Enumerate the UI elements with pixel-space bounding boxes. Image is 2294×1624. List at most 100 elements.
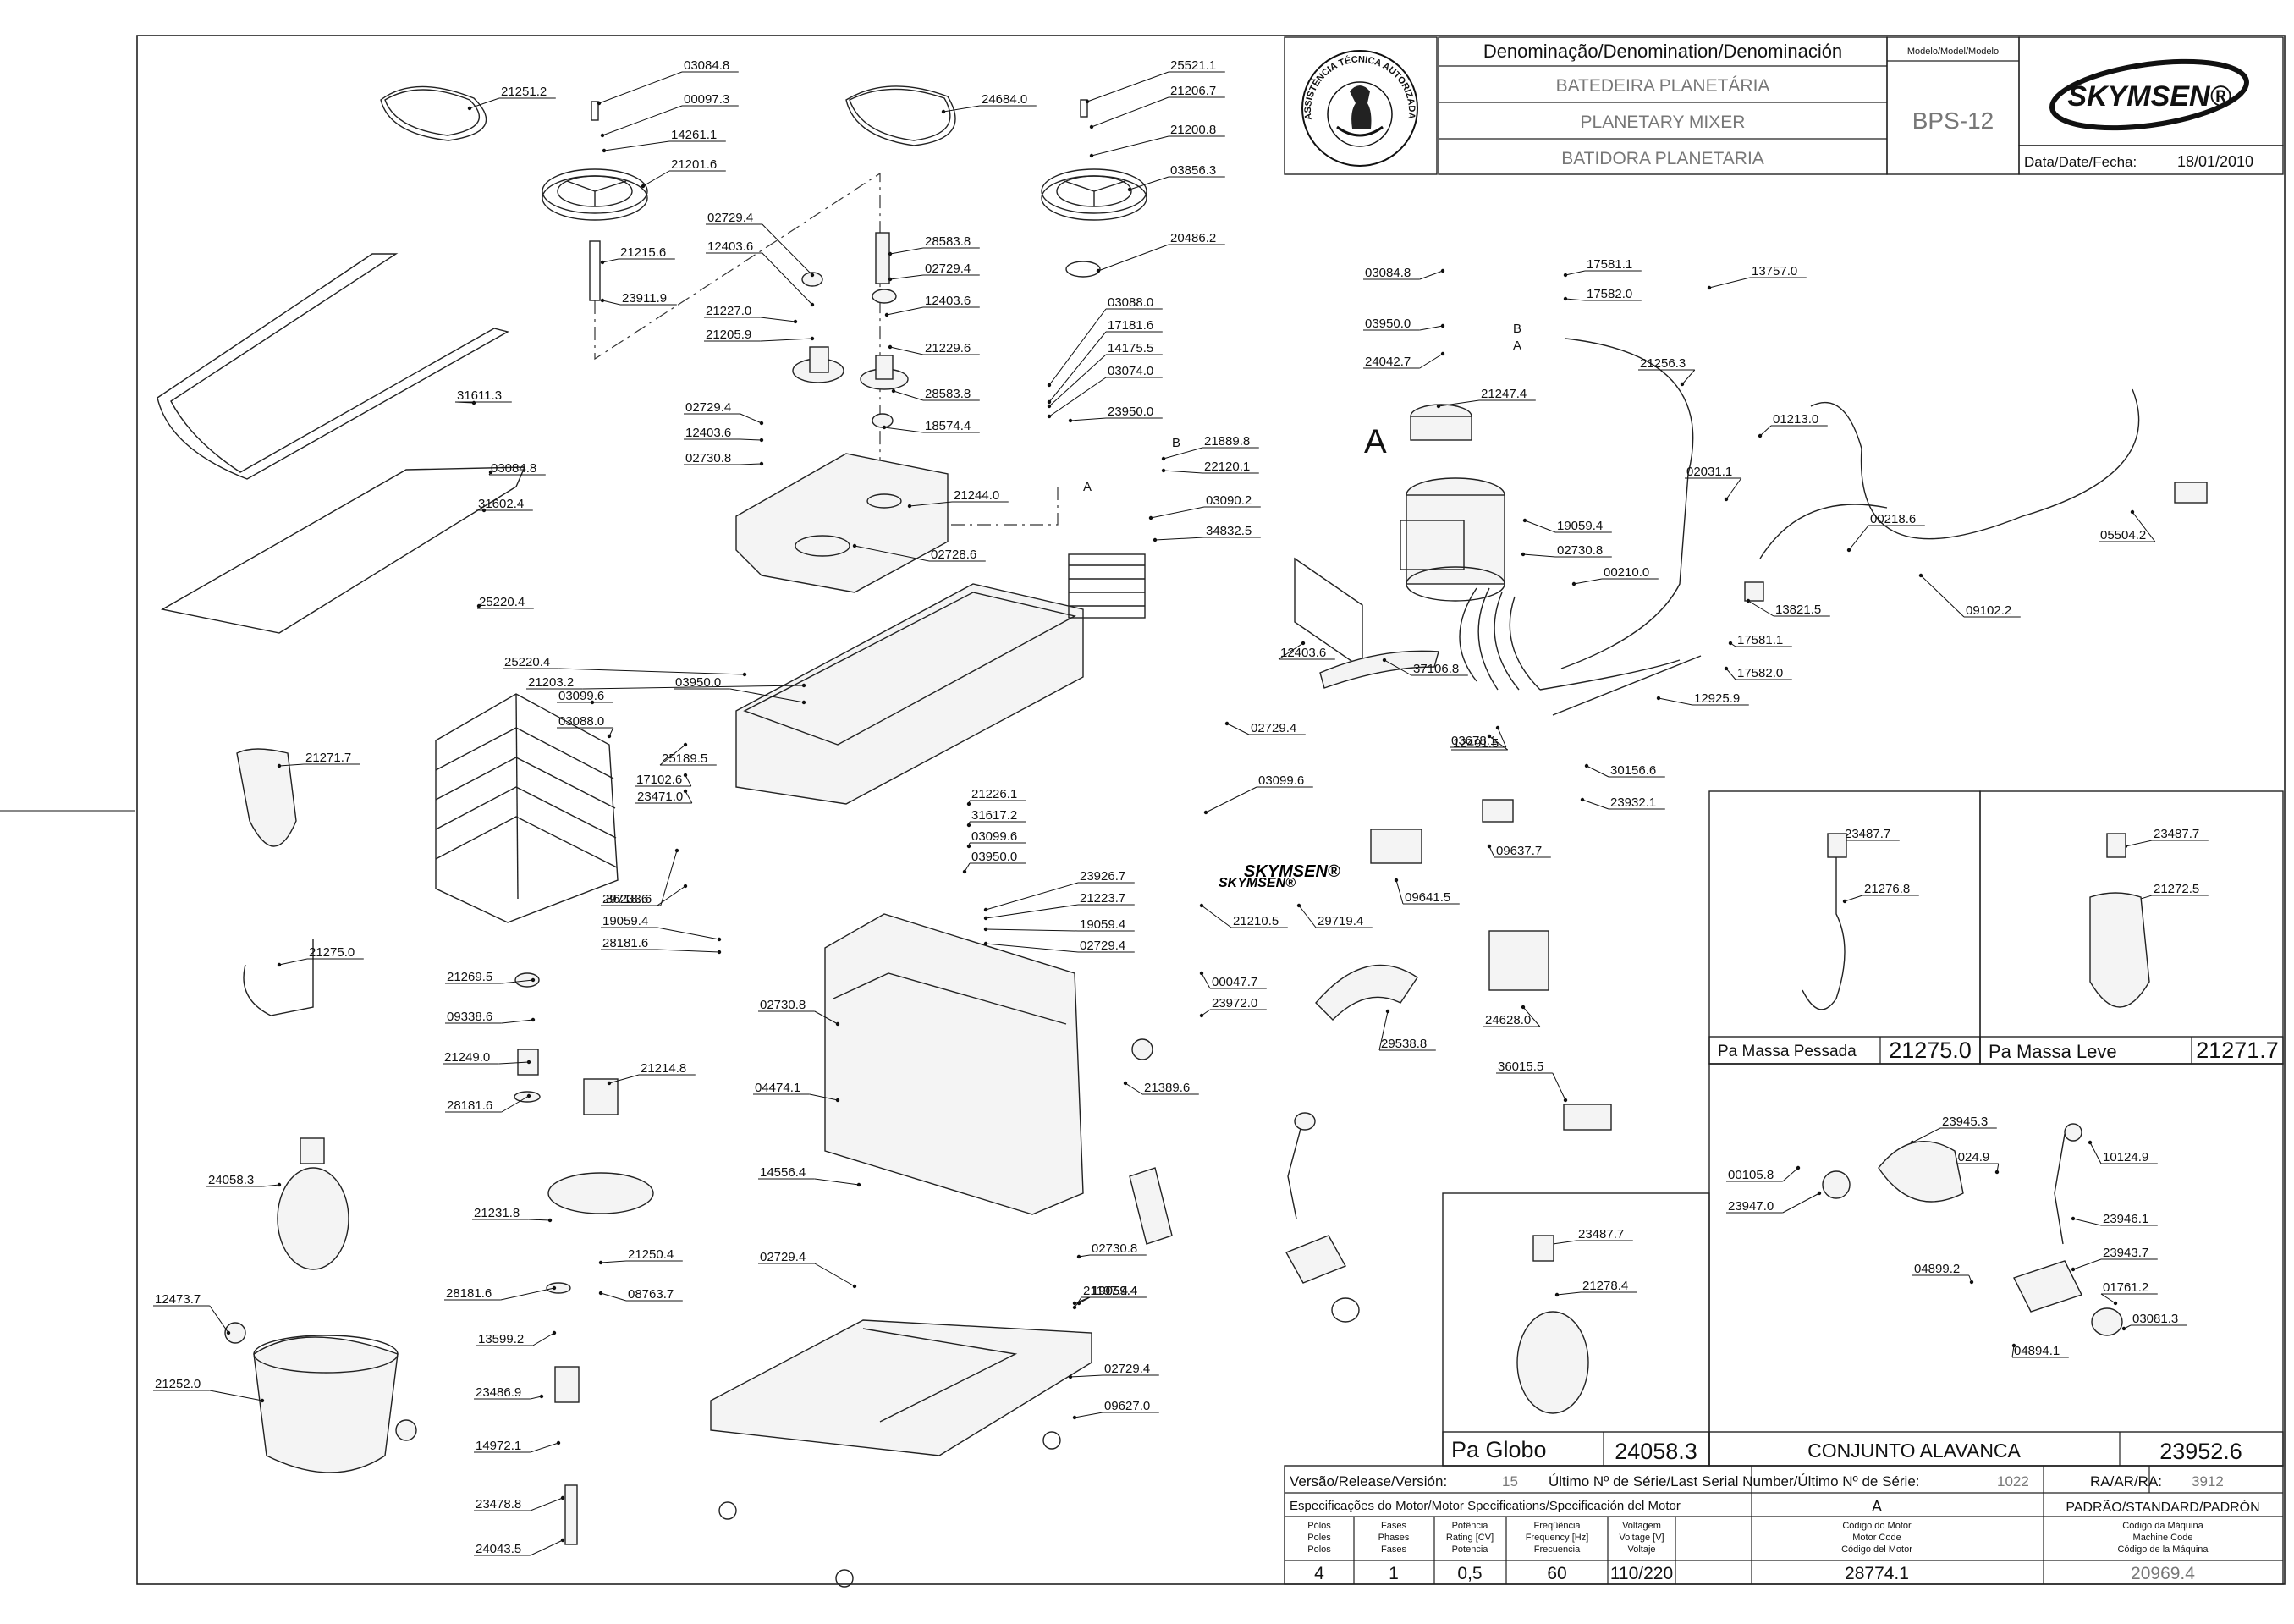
part-callout: 12403.6	[684, 426, 764, 443]
part-number: 28583.8	[925, 234, 971, 249]
detail-callout-alavanca: 01761.2	[2100, 1280, 2158, 1306]
part-number: 04894.1	[2014, 1344, 2060, 1358]
part-number: 03950.0	[971, 850, 1017, 864]
part-number: 02729.4	[925, 261, 971, 276]
part-callout: 03088.0	[1047, 295, 1163, 388]
date-label: Data/Date/Fecha:	[2024, 154, 2137, 170]
part-callout: 36015.5	[1496, 1060, 1568, 1103]
motor-code-header: Código do Motor Motor Code Código del Mo…	[1841, 1521, 1912, 1555]
part-number: 00097.3	[684, 92, 729, 107]
ra-value: 3912	[2192, 1473, 2224, 1489]
part-number: 21227.0	[706, 304, 751, 318]
part-callout: 02730.8	[1076, 1241, 1147, 1259]
motor-col-a: A	[1872, 1498, 1882, 1515]
part-callout: 17582.0	[1563, 287, 1642, 301]
svg-text:Voltage [V]: Voltage [V]	[1619, 1533, 1664, 1543]
part-callout: 02730.8	[1521, 543, 1612, 558]
part-callout: 21227.0	[704, 304, 798, 324]
part-callout: 21250.4	[598, 1247, 683, 1265]
part-number: 36015.5	[1498, 1060, 1543, 1074]
part-number: 12403.6	[685, 426, 731, 440]
brand-name: SKYMSEN®	[2067, 80, 2231, 113]
part-callout: 23926.7	[983, 869, 1135, 912]
phases-header: Fases Phases Fases	[1378, 1521, 1410, 1555]
part-callout: 25189.5	[659, 742, 717, 766]
detail-callout-alavanca: 23946.1	[2071, 1212, 2158, 1226]
part-callout: 17581.1	[1563, 257, 1642, 278]
svg-text:Potencia: Potencia	[1452, 1544, 1489, 1555]
machine-code-header: Código da Máquina Machine Code Código de…	[2117, 1521, 2209, 1555]
detail-callout-massa-leve: 23487.7	[2123, 827, 2209, 849]
part-number: 03950.0	[1365, 317, 1411, 331]
part-number: 17181.6	[1108, 318, 1153, 333]
part-number: 13757.0	[1752, 264, 1797, 278]
part-number: 23487.7	[1845, 827, 1890, 841]
part-number: 03081.3	[2132, 1312, 2178, 1326]
part-number: 21889.8	[1204, 434, 1250, 449]
svg-text:Pólos: Pólos	[1307, 1521, 1331, 1531]
part-number: 22120.1	[1204, 460, 1250, 474]
voltage-value: 110/220	[1610, 1564, 1673, 1583]
part-number: 21214.8	[641, 1061, 686, 1076]
part-callout: 03099.6	[1203, 773, 1313, 815]
phases-value: 1	[1389, 1564, 1399, 1583]
part-callout: 03856.3	[1127, 163, 1225, 192]
part-callout: 03950.0	[674, 675, 806, 705]
part-number: 19059.4	[1092, 1284, 1137, 1298]
part-callout: 03099.6	[557, 689, 613, 705]
part-callout: 17102.6	[635, 773, 692, 787]
part-number: 29719.4	[1318, 914, 1363, 928]
part-callout: 29719.4	[1296, 903, 1373, 928]
part-callout: 23486.9	[474, 1385, 544, 1400]
part-callout: 21389.6	[1123, 1081, 1199, 1095]
part-callout: 13757.0	[1707, 264, 1807, 290]
part-number: 21247.4	[1481, 387, 1527, 401]
part-number: 02729.4	[1104, 1362, 1150, 1376]
part-callout: 23478.8	[474, 1495, 565, 1511]
part-number: 21278.4	[1582, 1279, 1628, 1293]
part-callout: 23911.9	[600, 291, 677, 306]
part-callout: 34832.5	[1153, 524, 1261, 542]
part-number: 21215.6	[620, 245, 666, 260]
part-callout: 21229.6	[888, 341, 980, 355]
detail-callout-alavanca: 00105.8	[1726, 1165, 1801, 1182]
part-callout: 02729.4	[684, 400, 764, 426]
svg-text:Potência: Potência	[1452, 1521, 1489, 1531]
part-number: 21197.4	[1083, 1284, 1128, 1298]
alavanca-label: CONJUNTO ALAVANCA	[1807, 1440, 2021, 1462]
part-callout: 05504.2	[2099, 509, 2156, 542]
part-callout: 29718.6	[601, 884, 688, 906]
part-number: 09102.2	[1966, 603, 2011, 618]
part-number: 21205.9	[706, 328, 751, 342]
part-number: 21206.7	[1170, 84, 1216, 98]
svg-text:Polos: Polos	[1307, 1544, 1331, 1555]
machine-code-value: 20969.4	[2131, 1564, 2195, 1583]
part-number: 03090.2	[1206, 493, 1252, 508]
part-number: 17582.0	[1737, 666, 1783, 680]
part-callout: 12925.9	[1656, 691, 1749, 706]
svg-text:Phases: Phases	[1378, 1533, 1410, 1543]
part-number: 13599.2	[478, 1332, 524, 1346]
part-callout: 12403.6	[706, 239, 815, 307]
part-callout: 14556.4	[758, 1165, 861, 1187]
part-callout: 24042.7	[1363, 351, 1445, 369]
svg-text:Machine Code: Machine Code	[2133, 1533, 2193, 1543]
part-number: 20486.2	[1170, 231, 1216, 245]
part-callout: 02730.8	[758, 998, 840, 1027]
part-number: 12403.6	[707, 239, 753, 254]
voltage-header: Voltagem Voltage [V] Voltaje	[1619, 1521, 1664, 1555]
part-number: 14972.1	[476, 1439, 521, 1453]
part-number: 02729.4	[685, 400, 731, 415]
part-number: 24628.0	[1485, 1013, 1531, 1027]
massa-pesada-code: 21275.0	[1889, 1038, 1972, 1063]
part-number: 21231.8	[474, 1206, 520, 1220]
part-number: 09627.0	[1104, 1399, 1150, 1413]
frequency-header: Freqüência Frequency [Hz] Frecuencia	[1526, 1521, 1589, 1555]
part-number: 23946.1	[2103, 1212, 2148, 1226]
poles-header: Pólos Poles Polos	[1307, 1521, 1331, 1555]
part-callout: 21210.5	[1199, 903, 1288, 928]
part-callout: 21205.9	[704, 328, 815, 342]
part-number: 02729.4	[707, 211, 753, 225]
part-number: 18574.4	[925, 419, 971, 433]
part-callout: 02729.4	[888, 261, 980, 282]
